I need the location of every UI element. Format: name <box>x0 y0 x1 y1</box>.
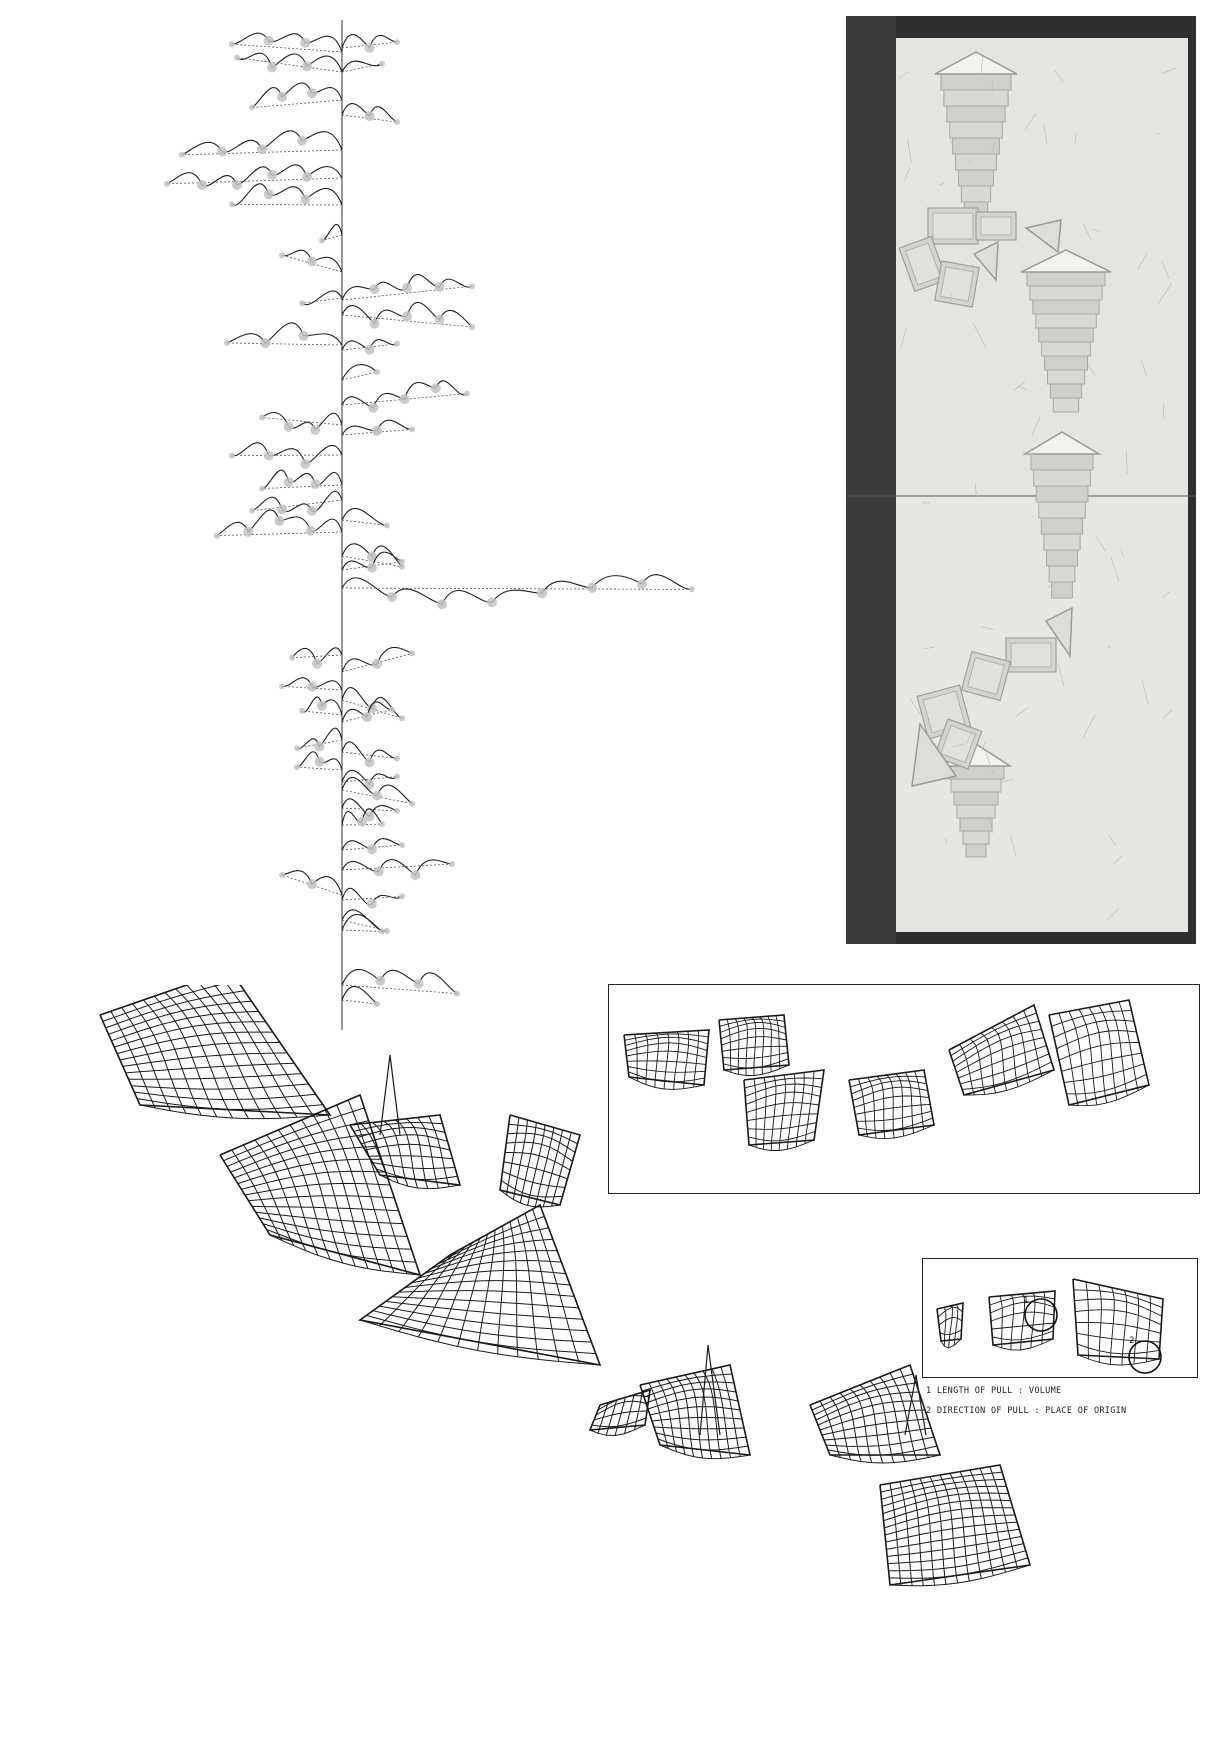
branch-curve <box>341 301 475 330</box>
branch-curve <box>259 412 343 435</box>
carved-block <box>927 207 979 245</box>
branch-curve <box>341 60 385 73</box>
branch-curve <box>299 696 343 716</box>
mesh-form-3 <box>358 1203 602 1367</box>
branch-curve <box>341 380 470 413</box>
key-mesh-3 <box>1072 1278 1164 1366</box>
branch-curve <box>229 442 343 469</box>
mesh-form-7 <box>809 1363 942 1464</box>
carved-block <box>898 235 948 293</box>
branch-curve <box>279 870 343 896</box>
branch-curve <box>341 798 400 822</box>
branch-curve <box>279 677 343 692</box>
branch-curve <box>224 322 343 349</box>
inset-mesh-3 <box>743 1069 825 1151</box>
branch-curve <box>341 887 405 909</box>
mesh-form-1 <box>99 985 332 1120</box>
branch-curve <box>341 274 475 301</box>
branching-line-diagram <box>0 0 760 1040</box>
key-diagram-inset: 1 2 <box>922 1258 1198 1378</box>
branch-curve <box>341 33 400 53</box>
mesh-form-2 <box>219 1093 422 1277</box>
branch-curve <box>341 741 400 768</box>
carved-block <box>960 650 1012 702</box>
branch-curve <box>341 507 390 529</box>
marker-label-2: 2 <box>1129 1336 1134 1346</box>
branch-curve <box>341 574 695 610</box>
inset-mesh-4 <box>848 1069 935 1140</box>
key-mesh-2 <box>988 1290 1056 1351</box>
mesh-form-6 <box>639 1364 752 1460</box>
mesh-pieces-inset <box>608 984 1200 1194</box>
branch-curve <box>279 249 343 273</box>
branch-curve <box>299 290 343 307</box>
branch-curve <box>341 339 400 355</box>
branch-curve <box>341 646 415 673</box>
carved-block <box>934 260 980 308</box>
branch-curve <box>341 776 415 807</box>
mesh-form-4 <box>349 1114 462 1190</box>
marker-label-1: 1 <box>1023 1296 1028 1306</box>
branch-curve <box>234 52 343 73</box>
branch-curve <box>341 551 405 573</box>
branch-curve <box>341 838 405 855</box>
branch-curve <box>341 858 455 881</box>
inset-mesh-1 <box>623 1029 710 1090</box>
branch-curve <box>341 103 400 125</box>
mesh-form-5 <box>499 1114 581 1208</box>
branch-curve <box>341 364 380 381</box>
stepped-carving <box>1020 249 1112 413</box>
inset-mesh-2 <box>718 1014 790 1076</box>
plaster-model-photo <box>846 16 1196 944</box>
branch-curve <box>164 164 343 190</box>
branch-curve <box>341 687 405 722</box>
branch-curve <box>341 969 460 997</box>
inset-mesh-6 <box>1048 999 1150 1107</box>
branch-curve <box>289 647 343 669</box>
carved-block <box>975 211 1017 241</box>
branch-curve <box>294 751 343 771</box>
branch-curve <box>341 985 380 1007</box>
mesh-form-8 <box>879 1464 1032 1587</box>
branch-curve <box>341 808 385 828</box>
marker-circle-1 <box>1024 1298 1058 1332</box>
carved-block <box>933 718 983 770</box>
key-mesh-1 <box>936 1301 964 1349</box>
branch-curve <box>341 769 400 790</box>
mesh-form-9 <box>588 1388 651 1437</box>
stepped-carving <box>1022 431 1102 599</box>
branch-curve <box>294 727 343 752</box>
legend: 1 LENGTH OF PULL : VOLUME 2 DIRECTION OF… <box>926 1386 1196 1426</box>
branch-curve <box>249 490 343 516</box>
branch-curve <box>249 82 343 111</box>
branch-curve <box>341 914 385 935</box>
branch-curve <box>259 469 343 492</box>
branch-curve <box>214 509 343 539</box>
branch-curve <box>341 701 395 723</box>
carved-block <box>1005 637 1057 673</box>
stepped-carving <box>939 743 1013 858</box>
branch-curve <box>341 419 415 436</box>
legend-item-2: 2 DIRECTION OF PULL : PLACE OF ORIGIN <box>926 1406 1127 1416</box>
wireframe-mesh-drawing <box>60 985 1220 1754</box>
marker-circle-2 <box>1128 1340 1162 1374</box>
branch-curve <box>229 183 343 208</box>
inset-mesh-5 <box>948 1003 1056 1096</box>
branch-curve <box>319 224 343 244</box>
legend-item-1: 1 LENGTH OF PULL : VOLUME <box>926 1386 1062 1396</box>
branch-curve <box>179 130 343 158</box>
branch-curve <box>229 32 343 53</box>
